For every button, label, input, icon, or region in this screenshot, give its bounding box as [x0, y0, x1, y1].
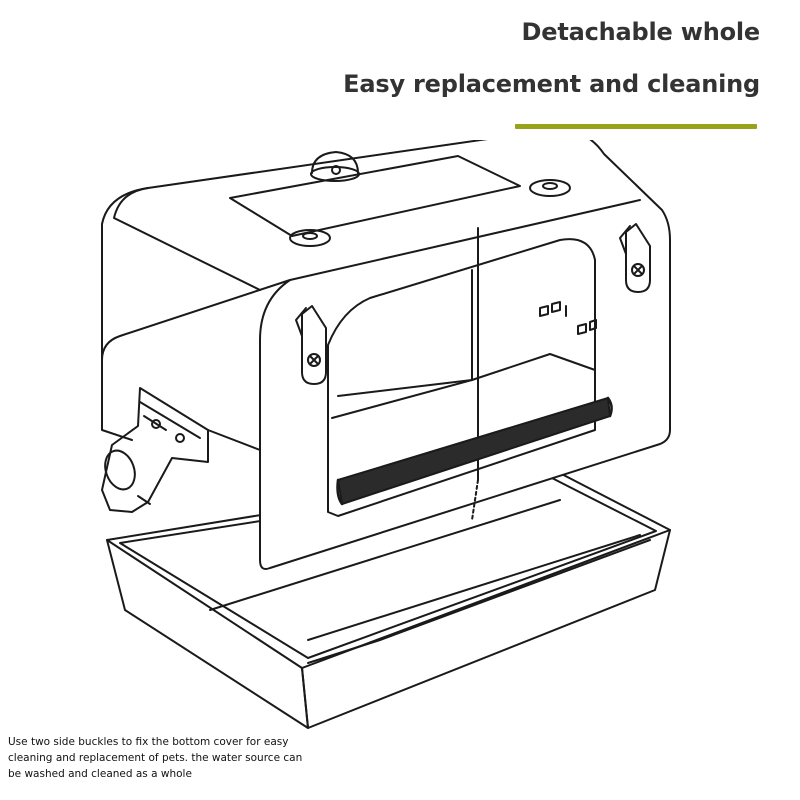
side-hook-clamp — [101, 387, 209, 513]
side-buckle-left — [295, 305, 327, 385]
bottom-tray — [106, 467, 671, 729]
headline-title: Detachable whole — [521, 18, 761, 46]
caption-text: Use two side buckles to fix the bottom c… — [8, 736, 303, 780]
headline-subtitle: Easy replacement and cleaning — [343, 70, 760, 98]
hidden-edge-line — [471, 479, 479, 521]
bird-bath-box-illustration — [101, 140, 671, 729]
box-body — [101, 140, 671, 570]
front-perch-bar — [336, 396, 613, 506]
side-buckle-right — [619, 223, 651, 293]
accent-underline — [515, 124, 757, 129]
